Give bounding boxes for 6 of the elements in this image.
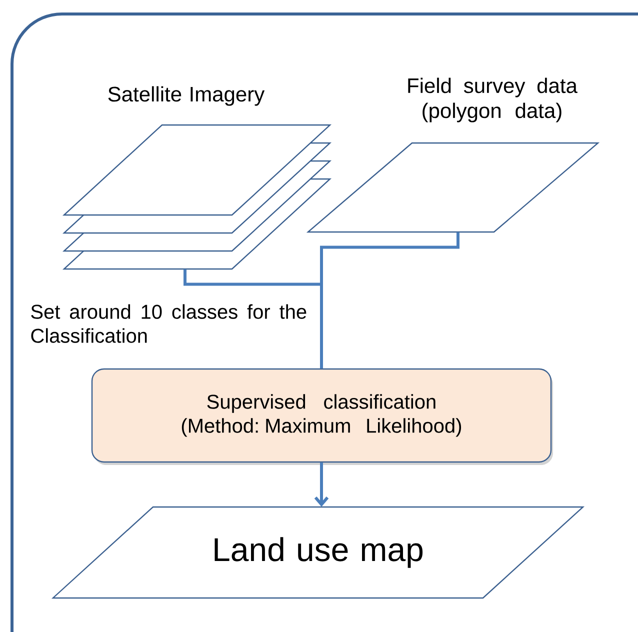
connector — [314, 462, 329, 507]
node-label: Satellite Imagery — [108, 86, 265, 106]
note-text: Set around 10 classes for the Classification — [31, 304, 306, 343]
connector — [320, 232, 460, 368]
node-label: Field survey data (polygon data) — [408, 78, 578, 122]
process-box: Supervised classification (Method: Maximum Likelihood) — [91, 368, 553, 465]
